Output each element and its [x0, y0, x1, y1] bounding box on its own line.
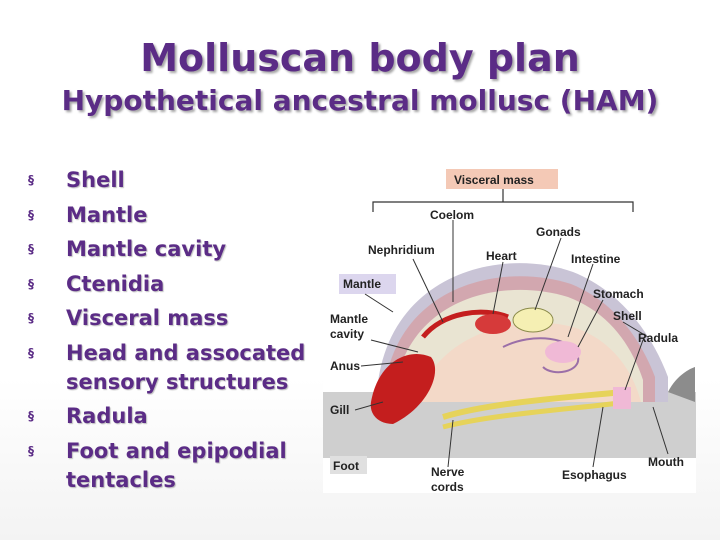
heart-leader	[492, 261, 504, 315]
label-anus: Anus	[330, 359, 360, 373]
label-nerve-cords-line1: Nerve	[431, 465, 465, 479]
intestine-leader	[567, 263, 594, 338]
bullet-item: § Ctenidia	[28, 270, 318, 299]
mantle-leader	[364, 293, 394, 313]
radula-shape	[613, 387, 631, 409]
slide-title: Molluscan body plan	[140, 36, 580, 80]
bullet-marker: §	[28, 409, 34, 423]
nerve-cords-leader	[447, 419, 454, 468]
mollusc-diagram-svg: Visceral mass Coelom Gonads Nephridium H…	[323, 162, 696, 494]
bullet-text: Visceral mass	[66, 306, 229, 330]
label-mouth: Mouth	[648, 455, 684, 469]
label-heart: Heart	[486, 249, 517, 263]
label-radula: Radula	[638, 331, 678, 345]
gonads-shape	[512, 307, 554, 333]
bullet-item: § Head and assocated sensory structures	[28, 339, 318, 397]
bullet-list: §Shell §Mantle §Mantle cavity §Ctenidia …	[28, 166, 318, 500]
label-mantle: Mantle	[343, 277, 381, 291]
anus-leader	[360, 361, 404, 367]
foot-label-box	[330, 456, 367, 474]
bullet-text: Mantle cavity	[66, 237, 227, 261]
bullet-marker: §	[28, 345, 34, 360]
body-mass	[418, 322, 641, 402]
bullet-text: Head and assocated sensory structures	[66, 340, 306, 394]
bullet-marker: §	[28, 311, 34, 325]
gill-leader	[354, 401, 384, 411]
label-mantle-cavity-line1: Mantle	[330, 312, 368, 326]
stomach-leader	[577, 299, 604, 348]
label-intestine: Intestine	[571, 252, 621, 266]
label-shell: Shell	[613, 309, 642, 323]
label-gonads: Gonads	[536, 225, 581, 239]
label-gill: Gill	[330, 403, 349, 417]
heart-shape	[475, 314, 511, 334]
label-nerve-cords-line2: cords	[431, 480, 464, 493]
bullet-text: Mantle	[66, 202, 148, 227]
nephridium-shape	[421, 309, 509, 339]
label-stomach: Stomach	[593, 287, 644, 301]
bullet-item: § Shell	[28, 166, 318, 195]
bullet-marker: §	[28, 276, 34, 291]
shell-leader	[622, 321, 649, 338]
label-nephridium: Nephridium	[368, 243, 435, 257]
mollusc-diagram: Visceral mass Coelom Gonads Nephridium H…	[323, 162, 696, 494]
bullet-marker: §	[28, 173, 34, 187]
slide-subtitle: Hypothetical ancestral mollusc (HAM)	[61, 84, 659, 117]
mantle-cavity-leader	[370, 339, 419, 353]
bullet-item: § Mantle	[28, 201, 318, 230]
mantle-label-box	[339, 274, 396, 294]
nephridium-leader	[412, 258, 444, 323]
nerve-cord-1	[442, 389, 624, 420]
gill-shape	[370, 354, 436, 424]
head-arrow	[668, 367, 695, 402]
label-coelom: Coelom	[430, 208, 474, 222]
stomach-shape	[545, 341, 581, 363]
label-foot: Foot	[333, 459, 359, 473]
gonads-leader	[534, 237, 562, 311]
radula-leader	[624, 339, 644, 391]
bullet-item: § Radula	[28, 402, 318, 431]
label-esophagus: Esophagus	[562, 468, 627, 482]
label-visceral-mass: Visceral mass	[454, 173, 534, 187]
bullet-text: Ctenidia	[66, 271, 165, 296]
visceral-mass-label-box	[446, 169, 558, 189]
mouth-leader	[652, 406, 669, 455]
bullet-item: § Visceral mass	[28, 304, 318, 333]
label-mantle-cavity-line2: cavity	[330, 327, 364, 341]
bullet-text: Shell	[66, 168, 125, 192]
bullet-marker: §	[28, 443, 34, 458]
nerve-cord-2	[442, 399, 629, 430]
bullet-item: § Foot and epipodial tentacles	[28, 437, 318, 495]
bullet-item: § Mantle cavity	[28, 235, 318, 264]
bullet-marker: §	[28, 207, 34, 222]
esophagus-leader	[592, 406, 604, 468]
bullet-marker: §	[28, 242, 34, 256]
bullet-text: Foot and epipodial tentacles	[66, 438, 287, 492]
bullet-text: Radula	[66, 404, 148, 428]
